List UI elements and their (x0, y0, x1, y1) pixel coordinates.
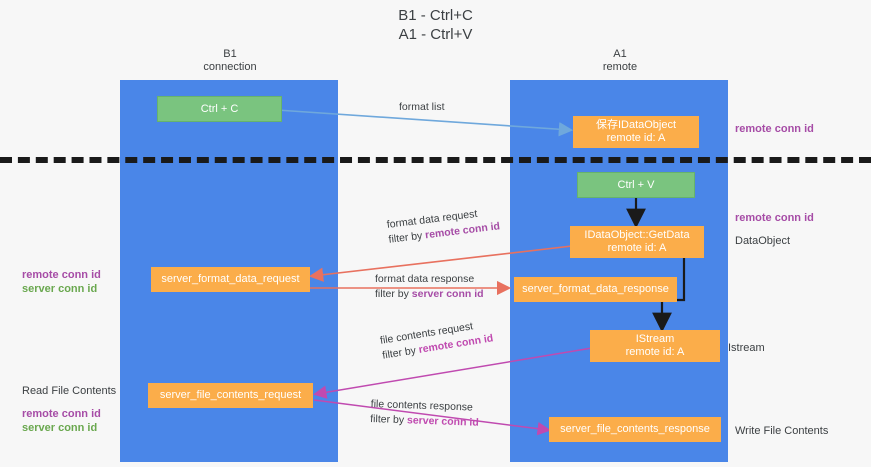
annotation-left-mid: remote conn id server conn id (22, 268, 101, 296)
box-istream-line2: remote id: A (625, 346, 685, 358)
edge-label-format-data-response-line2: filter by server conn id (375, 288, 484, 300)
annotation-right-mid-purple: remote conn id (735, 212, 814, 224)
box-save-idataobject-line2: remote id: A (606, 132, 666, 144)
annotation-right-istream: Istream (728, 341, 765, 355)
annotation-right-mid-black: DataObject (735, 235, 791, 247)
title-line-1: B1 - Ctrl+C (398, 7, 473, 24)
box-ctrl-c-line1: Ctrl + C (200, 102, 239, 115)
diagram-title: B1 - Ctrl+C A1 - Ctrl+V (0, 6, 871, 44)
annotation-left-mid-purple: remote conn id (22, 269, 101, 281)
annotation-right-mid: remote conn id DataObject (735, 211, 814, 248)
box-save-idataobject[interactable]: 保存IDataObject remote id: A (573, 116, 699, 148)
box-idataobject-getdata[interactable]: IDataObject::GetData remote id: A (570, 226, 704, 258)
lane-header-b1-sub: connection (203, 61, 257, 73)
box-save-idataobject-line1: 保存IDataObject (595, 119, 677, 131)
box-ctrl-v-line1: Ctrl + V (617, 178, 655, 191)
box-ctrl-c[interactable]: Ctrl + C (157, 96, 282, 122)
edge-label-format-data-response: format data response filter by server co… (375, 272, 484, 302)
annotation-left-bottom-purple: remote conn id (22, 408, 101, 420)
box-istream[interactable]: IStream remote id: A (590, 330, 720, 362)
edge-label-file-contents-response-line2: filter by server conn id (370, 412, 479, 429)
annotation-right-write-black: Write File Contents (735, 425, 829, 437)
box-server-format-data-response-label: server_format_data_response (522, 283, 669, 295)
annotation-left-bottom-black: Read File Contents (22, 385, 117, 397)
lane-header-b1: B1 connection (150, 48, 310, 74)
edge-label-format-list: format list (399, 101, 445, 113)
box-idataobject-getdata-line2: remote id: A (607, 242, 667, 254)
box-ctrl-v[interactable]: Ctrl + V (577, 172, 695, 198)
box-istream-line1: IStream (635, 333, 675, 345)
box-server-file-contents-request-label: server_file_contents_request (159, 389, 302, 401)
box-server-format-data-request-label: server_format_data_request (161, 273, 300, 285)
box-server-file-contents-response[interactable]: server_file_contents_response (549, 417, 721, 442)
lane-header-b1-name: B1 (223, 48, 237, 60)
lane-header-a1-sub: remote (602, 61, 638, 73)
annotation-left-bottom: Read File Contents remote conn id server… (22, 384, 116, 435)
edge-label-file-contents-response: file contents response filter by server … (370, 397, 480, 431)
annotation-right-istream-black: Istream (728, 342, 765, 354)
title-line-2: A1 - Ctrl+V (398, 26, 473, 43)
edge-label-file-contents-request: file contents request filter by remote c… (379, 316, 494, 363)
box-server-format-data-response[interactable]: server_format_data_response (514, 277, 677, 302)
annotation-right-write: Write File Contents (735, 424, 828, 438)
edge-label-format-data-request: format data request filter by remote con… (386, 204, 501, 247)
lane-header-a1: A1 remote (540, 48, 700, 74)
annotation-left-bottom-green: server conn id (22, 422, 98, 434)
annotation-right-top: remote conn id (735, 122, 814, 136)
section-divider (0, 157, 871, 163)
box-server-file-contents-request[interactable]: server_file_contents_request (148, 383, 313, 408)
box-server-file-contents-response-label: server_file_contents_response (560, 423, 710, 435)
box-server-format-data-request[interactable]: server_format_data_request (151, 267, 310, 292)
box-idataobject-getdata-line1: IDataObject::GetData (584, 229, 690, 241)
edge-label-format-data-response-line1: format data response (375, 273, 475, 285)
lane-header-a1-name: A1 (613, 48, 627, 60)
annotation-left-mid-green: server conn id (22, 283, 98, 295)
annotation-right-top-purple: remote conn id (735, 123, 814, 135)
